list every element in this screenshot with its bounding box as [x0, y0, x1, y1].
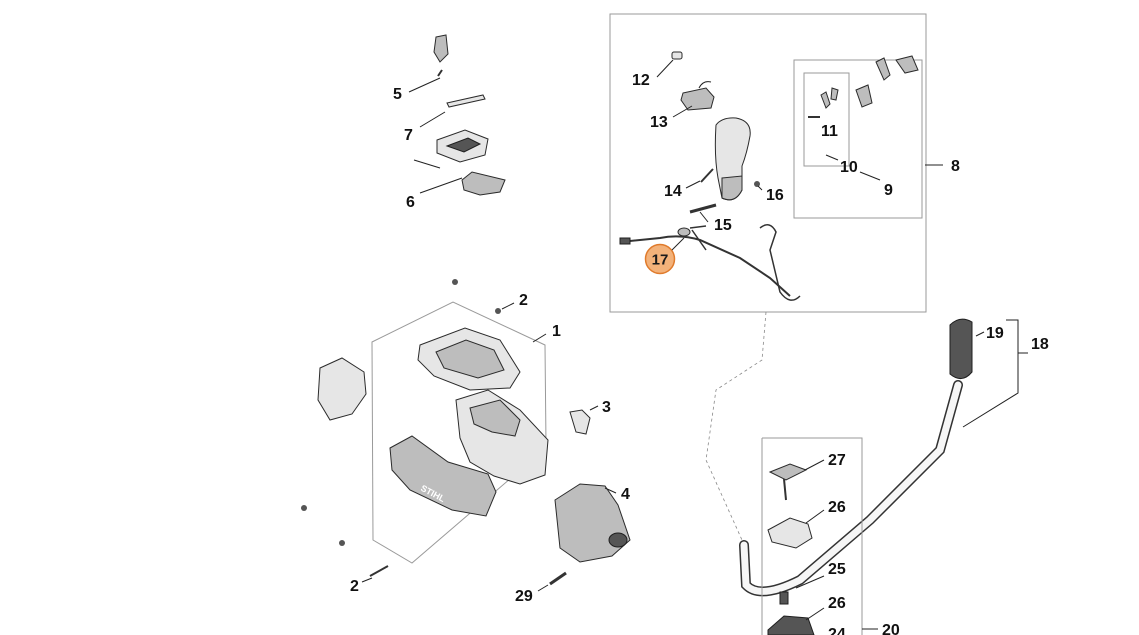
highlight-badge: [644, 243, 676, 275]
loop-parts-frame: [761, 437, 863, 635]
part-16-nut: [754, 181, 763, 191]
callout-2-top[interactable]: 2: [519, 292, 528, 309]
handle-assembly-group: [609, 13, 943, 313]
part-13-switch: [672, 81, 715, 118]
callout-26-bottom[interactable]: 26: [828, 595, 846, 612]
callout-25[interactable]: 25: [828, 561, 846, 578]
callout-14[interactable]: 14: [664, 183, 682, 200]
callout-18[interactable]: 18: [1031, 336, 1049, 353]
cable-routing-line: [705, 311, 767, 541]
part-10-11-switch-parts: [808, 55, 919, 118]
callout-10[interactable]: 10: [840, 159, 858, 176]
callout-12[interactable]: 12: [632, 72, 650, 89]
part-12-plug: [656, 51, 683, 78]
callout-9[interactable]: 9: [884, 182, 893, 199]
callout-4[interactable]: 4: [621, 486, 630, 503]
callout-13[interactable]: 13: [650, 114, 668, 131]
callout-16[interactable]: 16: [766, 187, 784, 204]
callout-11[interactable]: 11: [821, 123, 838, 140]
callout-7[interactable]: 7: [404, 127, 413, 144]
callout-5[interactable]: 5: [393, 86, 402, 103]
callout-17: 17: [652, 252, 669, 269]
callout-17-highlighted[interactable]: 17: [644, 243, 676, 275]
callout-27[interactable]: 27: [828, 452, 846, 469]
callout-29[interactable]: 29: [515, 588, 533, 605]
callout-24[interactable]: 24: [828, 626, 846, 635]
callout-19[interactable]: 19: [986, 325, 1004, 342]
part-17-cable: [619, 224, 801, 301]
callout-3[interactable]: 3: [602, 399, 611, 416]
callout-20[interactable]: 20: [882, 622, 900, 635]
callout-labels: 1 2 2 3 4 5 6 7 8 9 10 11 12 13 14 15 16…: [350, 72, 1049, 635]
part-9-handle-grip: [714, 117, 751, 201]
loop-handle-group: [739, 318, 1028, 635]
part-14-pin: [685, 168, 714, 189]
callout-15[interactable]: 15: [714, 217, 732, 234]
switch-subassembly-frame: [793, 59, 923, 219]
callout-2-bottom[interactable]: 2: [350, 578, 359, 595]
lever-parts-group: [408, 34, 506, 196]
callout-1[interactable]: 1: [552, 323, 561, 340]
switch-parts-frame: [803, 72, 850, 167]
callout-8[interactable]: 8: [951, 158, 960, 175]
handle-assembly-frame: [609, 13, 927, 313]
callout-6[interactable]: 6: [406, 194, 415, 211]
housing-assembly-group: STIHL: [301, 279, 631, 592]
callout-26-top[interactable]: 26: [828, 499, 846, 516]
part-15-screw: [689, 203, 717, 223]
